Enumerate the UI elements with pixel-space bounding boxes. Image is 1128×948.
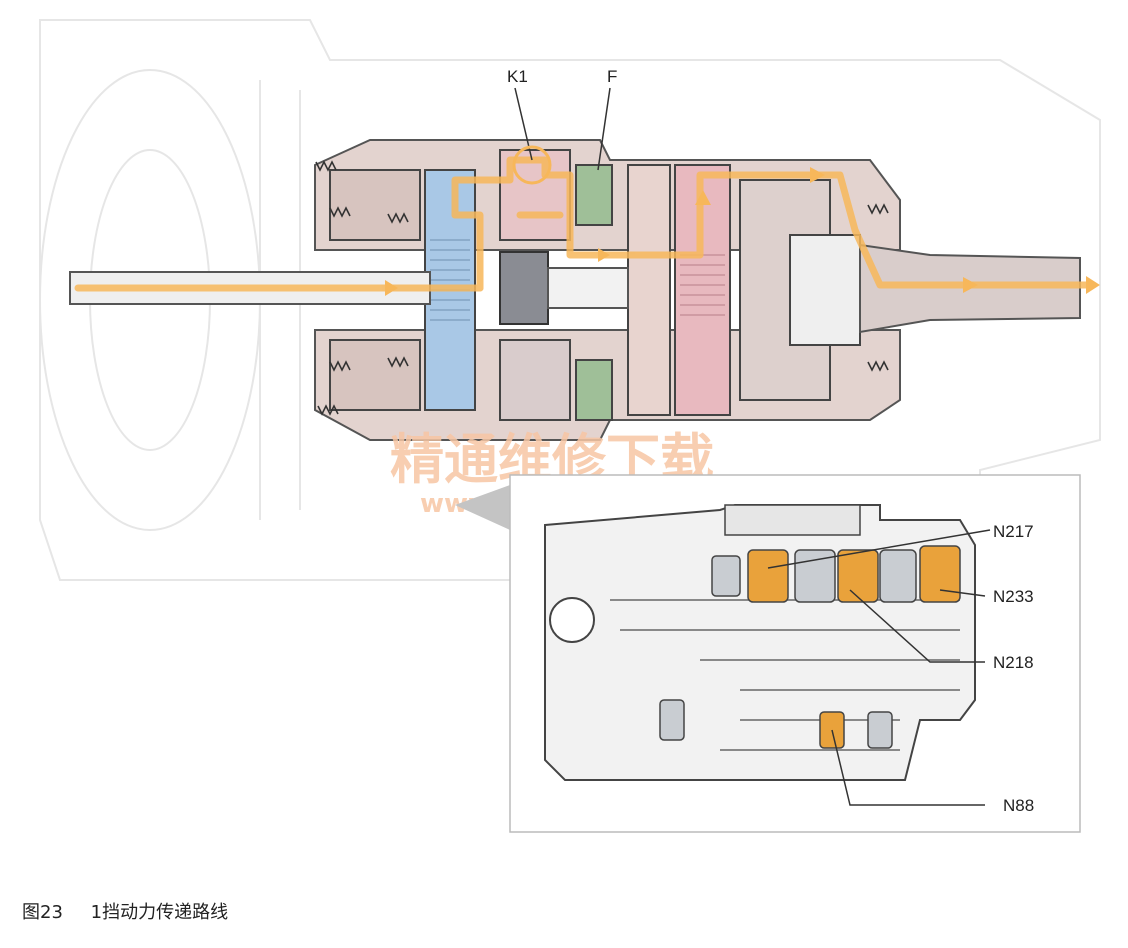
mid-shaft [547,267,629,309]
solenoid-inactive-3 [879,549,917,603]
freewheel-f [575,164,613,226]
return-springs [315,160,889,416]
solenoid-inactive-5 [867,711,893,749]
center-hub [499,251,549,325]
leader-f [597,87,611,171]
figure-caption: 图23 1挡动力传递路线 [22,898,228,924]
power-flow-arrows [385,167,1100,296]
upper-clutch-left [329,169,421,241]
valve-body-inset: N217 N233 N218 N88 [509,474,1081,833]
solenoid-n217 [747,549,789,603]
solenoid-inactive-2 [794,549,836,603]
solenoid-inactive-4 [659,699,685,741]
lower-clutch-left [329,339,421,411]
label-n217: N217 [993,522,1034,541]
solenoid-n233 [919,545,961,603]
planetary-gear-2 [627,164,671,416]
valve-spool [724,504,861,536]
label-f: F [607,67,617,86]
inset-pointer [455,485,510,530]
planetary-gear-pink [674,164,731,416]
label-n218: N218 [993,653,1034,672]
solenoid-inactive-1 [711,555,741,597]
rear-hub [789,234,861,346]
label-n233: N233 [993,587,1034,606]
lower-clutch-k1 [499,339,571,421]
label-k1: K1 [507,67,528,86]
highlight-k1 [512,145,552,185]
label-n88: N88 [1003,796,1034,815]
figure-title: 1挡动力传递路线 [90,902,229,923]
valve-body-outline [544,504,976,781]
solenoid-n218 [837,549,879,603]
inset-leaders [767,529,991,806]
figure-number: 图23 [22,902,63,923]
valve-body-port [549,597,595,643]
power-flow-path [74,156,1094,292]
freewheel-f-lower [575,359,613,421]
